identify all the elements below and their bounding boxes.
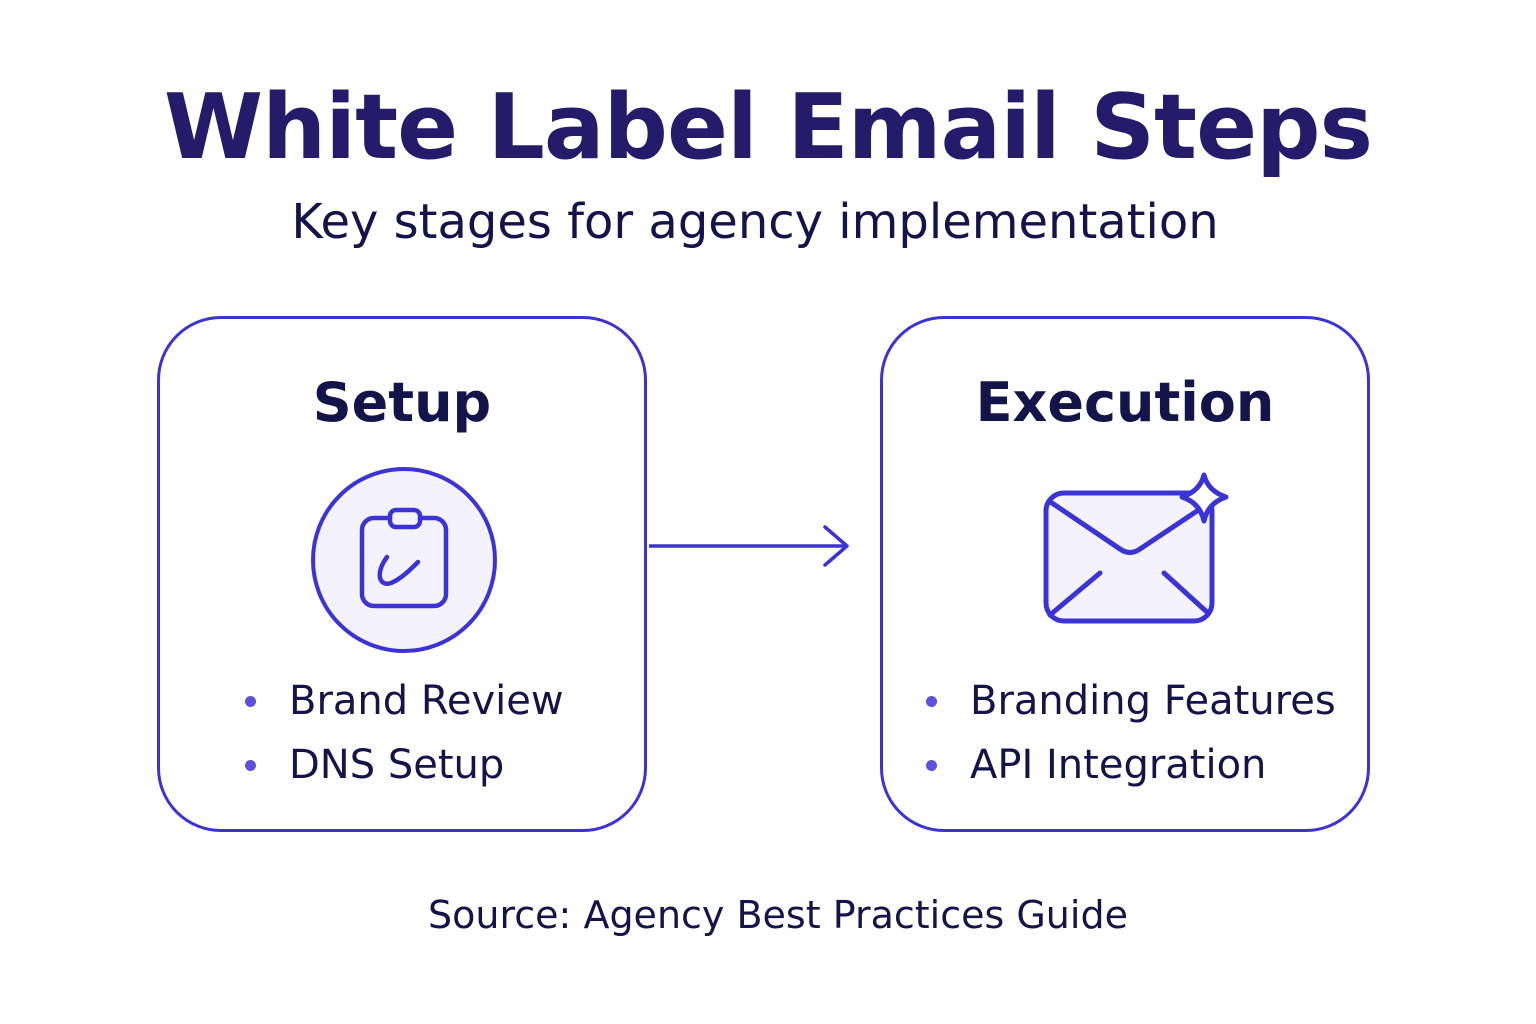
bullet-icon [926,760,937,771]
source-caption: Source: Agency Best Practices Guide [428,893,1128,937]
list-item: Branding Features [926,669,1336,733]
arrow-right-icon [649,520,855,581]
stage-title: Setup [312,371,492,434]
list-item: API Integration [926,733,1336,797]
bullet-icon [245,760,256,771]
stage-card-execution: Execution Branding Features API Integrat… [880,316,1370,832]
bullet-icon [926,696,937,707]
list-item: DNS Setup [245,733,564,797]
list-item: Brand Review [245,669,564,733]
bullet-icon [245,696,256,707]
execution-step-list: Branding Features API Integration [926,669,1336,797]
setup-step-list: Brand Review DNS Setup [245,669,564,797]
stage-card-setup: Setup Brand Review DNS Setup [157,316,647,832]
stage-title: Execution [975,371,1275,434]
clipboard-check-icon [309,465,499,660]
page-title: White Label Email Steps [163,75,1373,180]
page-subtitle: Key stages for agency implementation [291,194,1219,250]
envelope-sparkle-icon [1040,469,1240,634]
